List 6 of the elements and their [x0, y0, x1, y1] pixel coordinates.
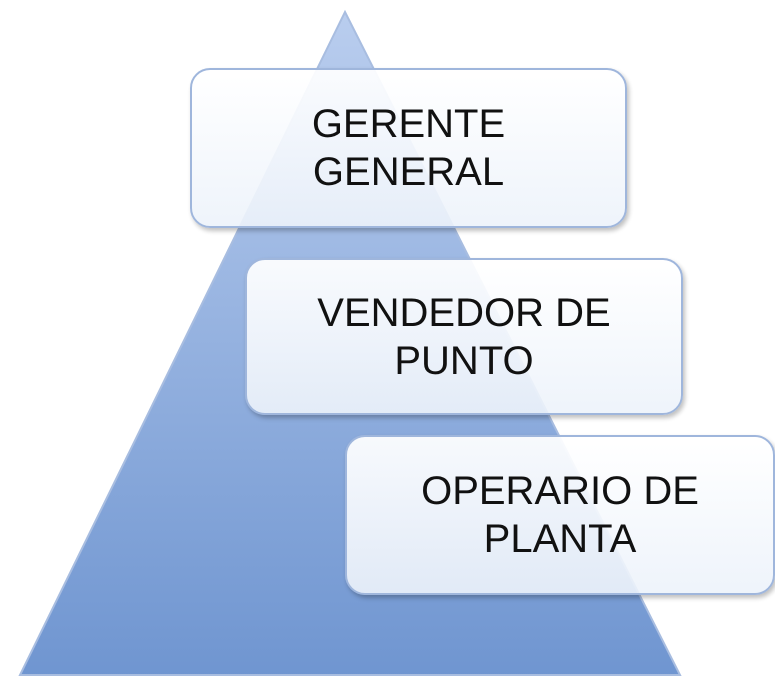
role-label: OPERARIO DE PLANTA: [420, 468, 700, 563]
level-box: [245, 258, 683, 415]
role-label: VENDEDOR DE PUNTO: [316, 290, 612, 384]
level-box: [345, 435, 775, 595]
level-box: [190, 68, 627, 228]
role-label: GERENTE GENERAL: [310, 101, 506, 196]
